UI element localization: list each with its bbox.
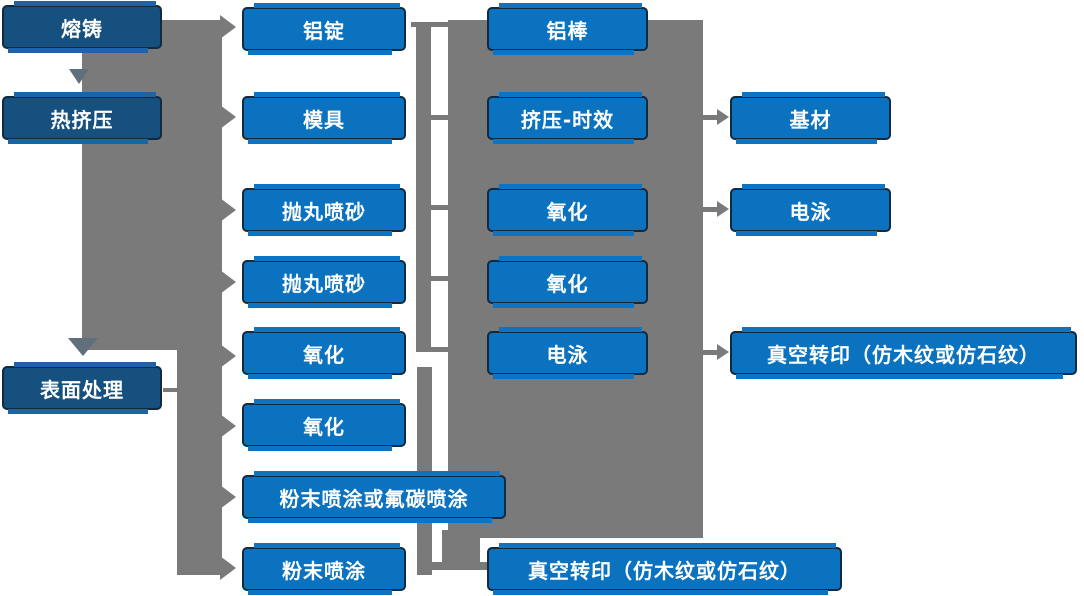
node-oxidation-1: 氧化 bbox=[242, 327, 406, 379]
arrow-to-powder-fluorocarbon bbox=[220, 485, 236, 509]
node-vacuum-transfer-2: 真空转印（仿木纹或仿石纹） bbox=[730, 327, 1077, 379]
arrow-melting-to-extrusion bbox=[69, 69, 89, 84]
connector-stub-row2 bbox=[431, 115, 450, 120]
arrow-to-vacuum-transfer-2 bbox=[717, 344, 729, 360]
connector-left-blob bbox=[82, 20, 222, 350]
connector-stub-row3 bbox=[431, 205, 450, 210]
arrow-to-surface-treatment bbox=[68, 338, 98, 356]
node-surface-treatment: 表面处理 bbox=[2, 362, 162, 414]
connector-line-electrophoresis bbox=[703, 207, 718, 212]
connector-line-base-material bbox=[703, 115, 718, 120]
connector-mid-bar-upper bbox=[416, 22, 431, 352]
node-aluminum-rod: 铝棒 bbox=[487, 3, 648, 55]
connector-surface-stub bbox=[163, 388, 179, 392]
node-powder-coating: 粉末喷涂 bbox=[242, 543, 406, 595]
node-shot-blasting-2: 抛丸喷砂 bbox=[242, 256, 406, 308]
arrow-to-mold bbox=[220, 105, 236, 129]
node-extrusion-aging: 挤压-时效 bbox=[487, 92, 648, 144]
node-base-material: 基材 bbox=[730, 92, 891, 144]
node-oxidation-4: 氧化 bbox=[487, 256, 648, 308]
node-mold: 模具 bbox=[242, 92, 406, 144]
node-shot-blasting-1: 抛丸喷砂 bbox=[242, 184, 406, 236]
arrow-to-base-material bbox=[717, 109, 729, 125]
arrow-to-oxidation-2 bbox=[220, 414, 236, 438]
connector-stub-row5 bbox=[431, 347, 450, 352]
node-melting-casting: 熔铸 bbox=[2, 1, 162, 53]
node-electrophoresis-1: 电泳 bbox=[487, 327, 648, 379]
connector-line-vacuum bbox=[703, 350, 718, 355]
arrow-to-powder-coating bbox=[220, 556, 236, 580]
node-aluminum-ingot: 铝锭 bbox=[242, 3, 406, 55]
node-hot-extrusion: 热挤压 bbox=[2, 92, 162, 144]
arrow-to-oxidation-1 bbox=[220, 344, 236, 368]
arrow-to-aluminum-ingot bbox=[220, 15, 236, 39]
arrow-to-electrophoresis-2 bbox=[717, 201, 729, 217]
node-oxidation-2: 氧化 bbox=[242, 399, 406, 451]
connector-surface-band bbox=[177, 350, 222, 575]
node-vacuum-transfer-1: 真空转印（仿木纹或仿石纹） bbox=[487, 543, 842, 595]
connector-center-block-foot bbox=[442, 530, 480, 570]
arrow-to-shot-blasting-1 bbox=[220, 198, 236, 222]
connector-stub-row4 bbox=[431, 276, 450, 281]
connector-mid-bar-top-stub bbox=[411, 22, 451, 27]
node-electrophoresis-2: 电泳 bbox=[730, 184, 891, 236]
node-oxidation-3: 氧化 bbox=[487, 184, 648, 236]
node-powder-or-fluorocarbon-coating: 粉末喷涂或氟碳喷涂 bbox=[242, 471, 506, 523]
arrow-to-shot-blasting-2 bbox=[220, 270, 236, 294]
